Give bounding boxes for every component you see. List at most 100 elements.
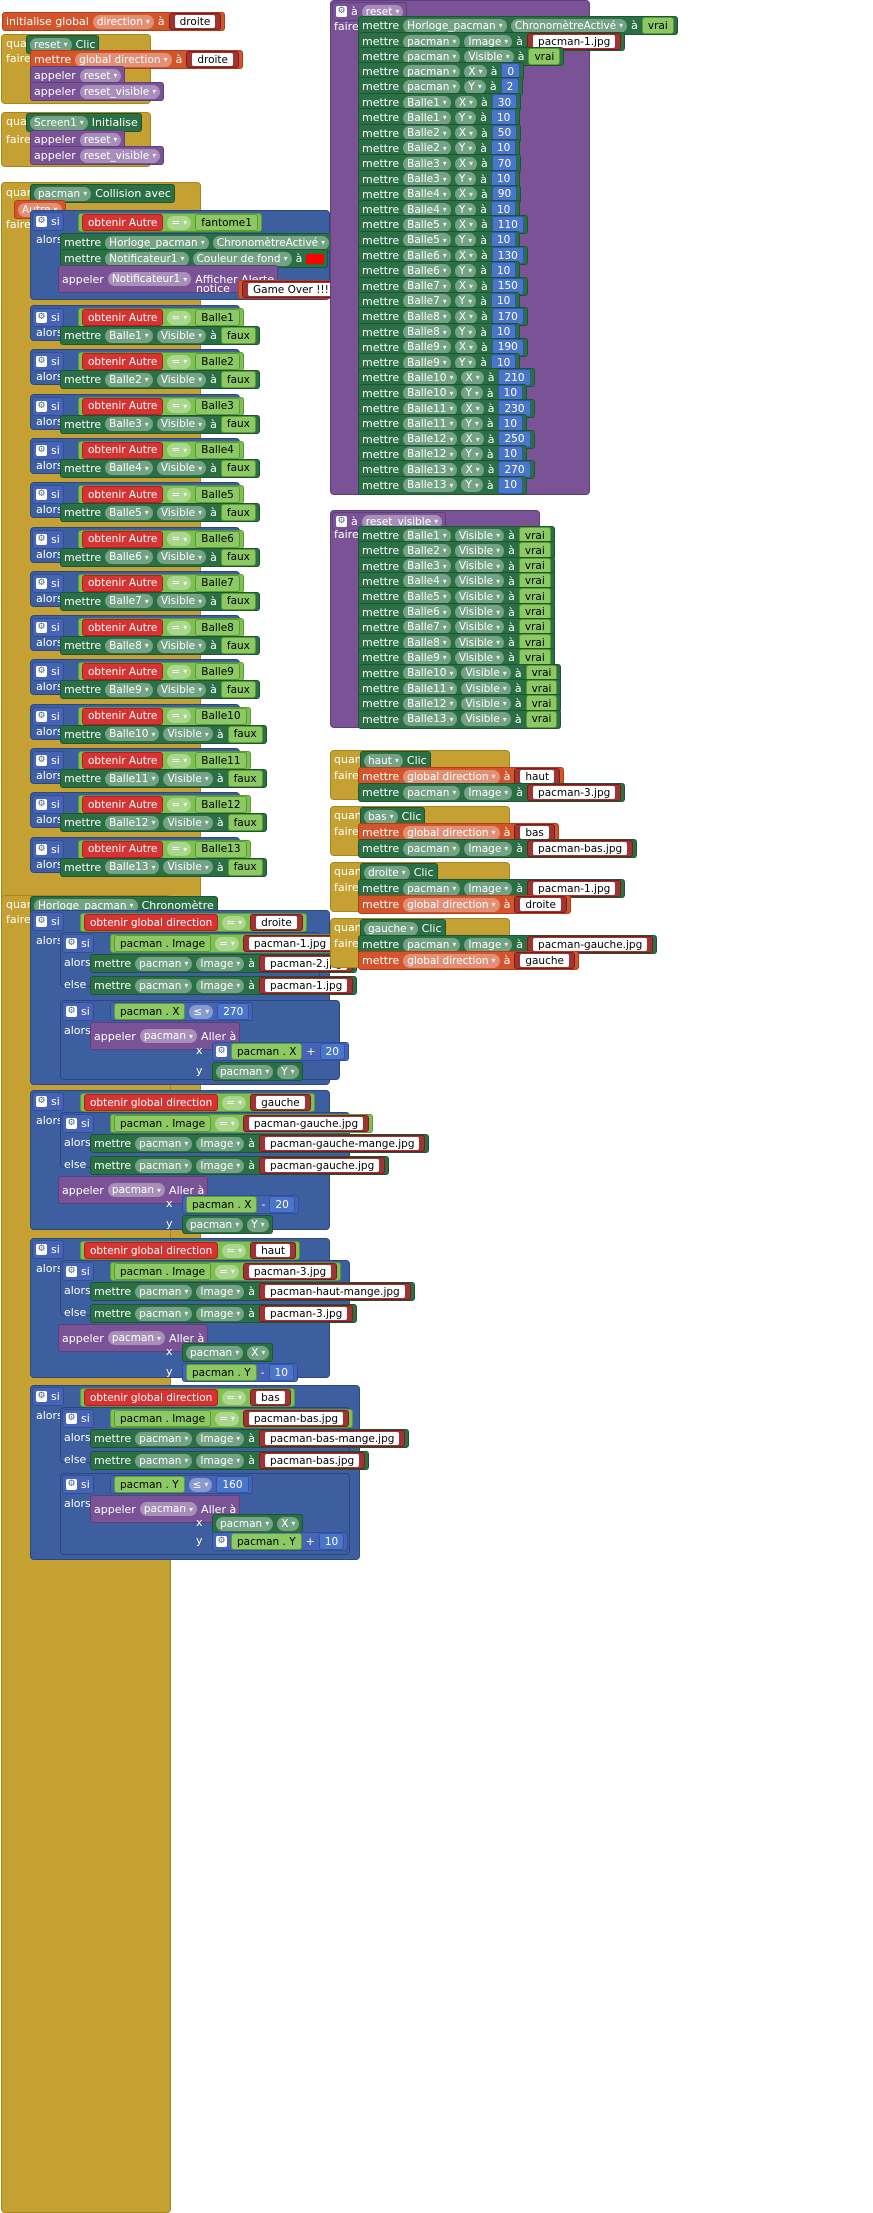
set-pacman-image[interactable]: mettrepacmanImageàpacman-gauche-mange.jp… (90, 1134, 430, 1153)
set-balle4-visible[interactable]: mettreBalle4Visibleàfaux (60, 458, 260, 478)
call-move-to[interactable]: appelerpacmanAller à (58, 1176, 209, 1204)
if-header[interactable]: ⚙si (32, 573, 64, 593)
dropdown[interactable]: Balle11 (403, 681, 458, 696)
dropdown[interactable]: Y (461, 416, 483, 431)
set-pacman-image[interactable]: mettrepacmanImageàpacman-gauche.jpg (358, 935, 658, 954)
dropdown[interactable]: X (461, 432, 484, 447)
dropdown[interactable]: Image (464, 841, 513, 856)
dropdown[interactable]: X (461, 370, 484, 385)
dropdown[interactable]: Balle8 (403, 325, 451, 339)
get-pacman-y[interactable]: pacman . Y (186, 1364, 257, 1381)
text-block[interactable]: pacman-1.jpg (242, 935, 338, 952)
dropdown[interactable]: Visible (454, 543, 505, 558)
dropdown[interactable]: X (454, 248, 478, 263)
set-balle2-x[interactable]: mettreBalle2Xà50 (358, 123, 522, 143)
text-field[interactable]: haut (520, 770, 555, 783)
operator-dropdown[interactable]: = (222, 1390, 247, 1405)
number-block[interactable]: 170 (491, 308, 524, 326)
dropdown[interactable]: Balle11 (403, 416, 458, 431)
text-field[interactable]: pacman-bas.jpg (533, 842, 628, 855)
dropdown[interactable]: Visible (461, 696, 511, 711)
compare-image[interactable]: pacman . Image=pacman-1.jpg (110, 934, 342, 953)
set-balle9-visible[interactable]: mettreBalle9Visibleàvrai (358, 648, 555, 668)
set-balle12-visible[interactable]: mettreBalle12Visibleàvrai (358, 694, 562, 714)
dropdown[interactable]: Visible (156, 638, 207, 653)
logic-value-block[interactable]: faux (220, 415, 256, 433)
number-block[interactable]: 20 (319, 1043, 345, 1060)
text-block[interactable]: pacman-bas.jpg (242, 1410, 350, 1427)
get-autre[interactable]: obtenir Autre (82, 353, 164, 371)
set-pacman-image[interactable]: mettrepacmanImageàpacman-bas-mange.jpg (90, 1429, 410, 1448)
dropdown[interactable]: Balle5 (403, 589, 451, 604)
dropdown[interactable]: X (454, 340, 478, 355)
dropdown[interactable]: Y (461, 386, 483, 401)
if-header[interactable]: ⚙si (32, 352, 64, 372)
dropdown[interactable]: Balle9 (105, 682, 153, 697)
mutator-gear-icon[interactable]: ⚙ (36, 1391, 47, 1402)
compare-direction-haut[interactable]: obtenir global direction=haut (80, 1241, 300, 1260)
procedure-dropdown[interactable]: reset_visible (79, 84, 161, 99)
mutator-gear-icon[interactable]: ⚙ (336, 516, 347, 527)
dropdown[interactable]: Y (454, 141, 477, 156)
component-dropdown[interactable]: droite (364, 865, 410, 880)
text-block[interactable]: droite (186, 51, 239, 68)
dropdown[interactable]: pacman (403, 785, 461, 800)
variable-name[interactable]: direction (92, 14, 154, 29)
math-subtract[interactable]: pacman . X-20 (182, 1195, 299, 1214)
compare-autre-balle4[interactable]: obtenir Autre=Balle4 (78, 440, 244, 460)
get-autre[interactable]: obtenir Autre (82, 530, 164, 548)
get-autre[interactable]: obtenir Autre (82, 796, 164, 814)
dropdown[interactable]: Horloge_pacman (105, 235, 209, 250)
dropdown[interactable]: Visible (156, 682, 207, 697)
get-pacman-image[interactable]: pacman . Image (114, 1263, 212, 1280)
text-block[interactable]: pacman-gauche.jpg (242, 1115, 370, 1132)
logic-value-block[interactable]: vrai (525, 664, 558, 682)
text-field[interactable]: pacman-gauche.jpg (265, 1159, 380, 1172)
operator-dropdown[interactable]: = (215, 1116, 239, 1131)
dropdown[interactable]: ChronomètreActivé (510, 18, 628, 33)
dropdown[interactable]: Horloge_pacman (403, 18, 507, 33)
logic-value-block[interactable]: faux (220, 459, 256, 477)
set-balle1-visible[interactable]: mettreBalle1Visibleàvrai (358, 526, 555, 545)
compare-image[interactable]: pacman . Image=pacman-bas.jpg (110, 1409, 354, 1428)
set-balle7-visible[interactable]: mettreBalle7Visibleàfaux (60, 591, 260, 611)
compare-image[interactable]: pacman . Image=pacman-3.jpg (110, 1262, 342, 1281)
number-block[interactable]: 270 (217, 1003, 250, 1020)
text-field[interactable]: pacman-gauche.jpg (248, 1117, 364, 1130)
text-field[interactable]: droite (174, 15, 216, 28)
dropdown[interactable]: Balle11 (403, 401, 458, 416)
dropdown[interactable]: Balle12 (403, 432, 458, 447)
dropdown[interactable]: Balle10 (403, 370, 458, 385)
dropdown[interactable]: Balle12 (403, 447, 458, 462)
dropdown[interactable]: Visible (156, 417, 207, 432)
mutator-gear-icon[interactable]: ⚙ (66, 1006, 77, 1017)
set-balle1-visible[interactable]: mettreBalle1Visibleàfaux (60, 326, 260, 345)
get-global[interactable]: obtenir global direction (84, 914, 219, 931)
dropdown[interactable]: pacman (107, 1331, 166, 1345)
math-add[interactable]: ⚙pacman . Y+10 (212, 1532, 349, 1551)
number-block[interactable]: 20 (269, 1196, 295, 1213)
procedure-name[interactable]: reset (361, 4, 404, 19)
dropdown[interactable]: pacman (135, 1453, 193, 1468)
mutator-gear-icon[interactable]: ⚙ (216, 1536, 227, 1547)
text-block[interactable]: pacman-bas-mange.jpg (259, 1430, 406, 1447)
dropdown[interactable]: Balle6 (403, 263, 451, 278)
compare-autre-balle1[interactable]: obtenir Autre=Balle1 (78, 308, 244, 327)
compare-direction-bas[interactable]: obtenir global direction=bas (80, 1388, 295, 1407)
dropdown[interactable]: Visible (461, 712, 511, 727)
number-block[interactable]: 10 (318, 1533, 345, 1550)
get-autre[interactable]: obtenir Autre (82, 752, 164, 769)
set-pacman-image[interactable]: mettrepacmanImageàpacman-haut-mange.jpg (90, 1282, 415, 1301)
dropdown[interactable]: pacman (186, 1345, 244, 1360)
number-block[interactable]: 210 (498, 369, 531, 387)
get-global[interactable]: obtenir global direction (84, 1094, 219, 1111)
set-pacman-image[interactable]: mettrepacmanImageàpacman-1.jpg (90, 976, 358, 995)
dropdown[interactable]: Y (454, 172, 477, 186)
set-pacman-image[interactable]: mettrepacmanImageàpacman-1.jpg (358, 32, 626, 51)
logic-value-block[interactable]: vrai (525, 695, 558, 713)
dropdown[interactable]: Balle1 (403, 95, 451, 110)
text-block[interactable]: pacman-1.jpg (259, 977, 354, 994)
set-pacman-image[interactable]: mettrepacmanImageàpacman-2.jpg (90, 954, 358, 973)
